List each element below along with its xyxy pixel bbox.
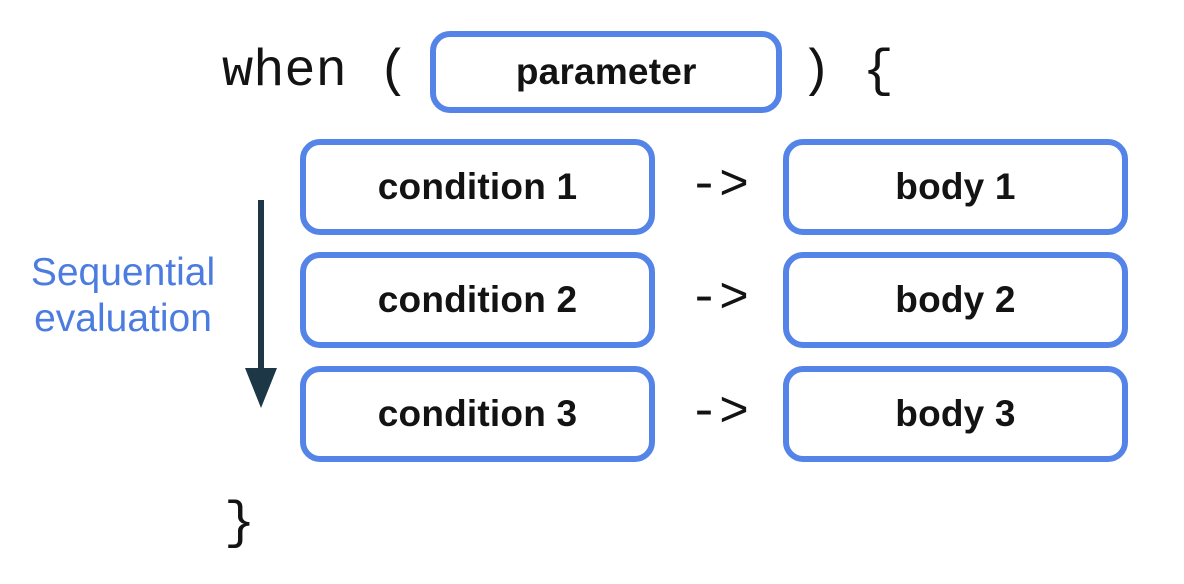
condition-3-box: condition 3	[300, 366, 655, 462]
arrow-shaft	[258, 200, 264, 372]
body-3-label: body 3	[895, 393, 1016, 434]
when-branch-row-3: condition 3 -> body 3	[300, 366, 1128, 462]
body-2-box: body 2	[783, 252, 1128, 348]
close-paren-open-brace: ) {	[800, 42, 894, 101]
sequential-evaluation-label: Sequential evaluation	[12, 250, 234, 342]
sequential-evaluation-line1: Sequential	[30, 251, 216, 294]
arrow-operator-1: ->	[688, 158, 749, 215]
body-1-box: body 1	[783, 139, 1128, 235]
parameter-box: parameter	[430, 31, 783, 113]
body-1-label: body 1	[895, 166, 1016, 207]
when-header-line: when ( parameter ) {	[222, 26, 894, 118]
arrow-operator-3: ->	[688, 385, 749, 442]
condition-1-box: condition 1	[300, 139, 655, 235]
when-branch-row-2: condition 2 -> body 2	[300, 252, 1128, 348]
condition-1-label: condition 1	[377, 166, 578, 207]
closing-brace: }	[224, 494, 256, 553]
arrow-head-icon	[245, 368, 277, 408]
body-3-box: body 3	[783, 366, 1128, 462]
sequential-evaluation-line2: evaluation	[34, 297, 212, 340]
condition-3-label: condition 3	[377, 393, 578, 434]
when-keyword: when (	[222, 42, 410, 101]
arrow-operator-2: ->	[688, 271, 749, 328]
when-branch-row-1: condition 1 -> body 1	[300, 139, 1128, 235]
parameter-label: parameter	[515, 51, 697, 92]
condition-2-label: condition 2	[377, 279, 578, 320]
body-2-label: body 2	[895, 279, 1016, 320]
condition-2-box: condition 2	[300, 252, 655, 348]
